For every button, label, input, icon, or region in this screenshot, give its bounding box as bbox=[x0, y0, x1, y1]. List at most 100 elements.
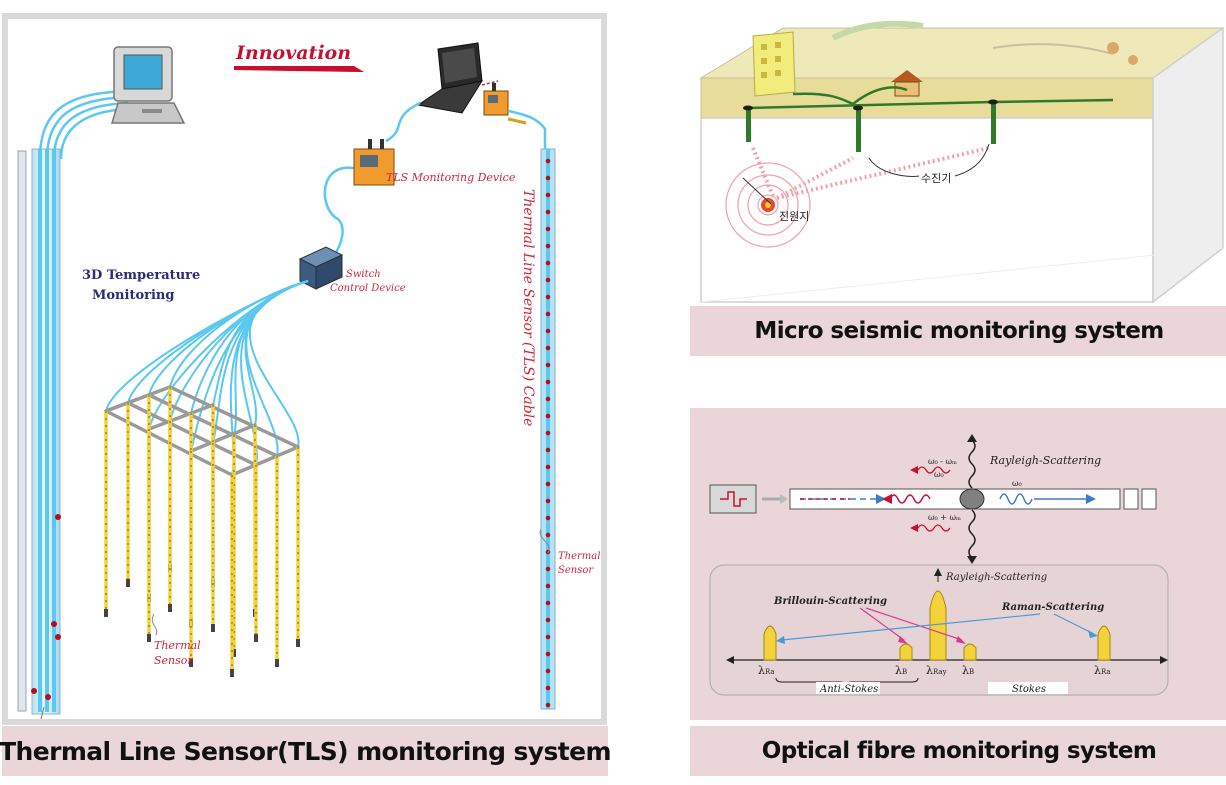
cable-sensor-dot bbox=[545, 447, 551, 453]
cable-sensor-dot bbox=[545, 226, 551, 232]
fibre-caption: Optical fibre monitoring system bbox=[690, 726, 1226, 776]
cable-sensor-dot bbox=[545, 277, 551, 283]
epicenter-waves bbox=[725, 162, 811, 248]
sensor-string bbox=[126, 403, 130, 587]
freq-right-label: ω₀ bbox=[1012, 479, 1022, 488]
sensor-string bbox=[275, 456, 279, 667]
raman-arrows bbox=[781, 613, 1095, 641]
laser-source-icon bbox=[709, 484, 757, 514]
tls-diagram-panel: Innovation TLS Monitoring Device bbox=[2, 13, 607, 725]
cable-sensor-dot bbox=[545, 243, 551, 249]
brillouin-arrows bbox=[859, 607, 963, 641]
cable-sensor-dot bbox=[545, 481, 551, 487]
cable-sensor-dot bbox=[545, 651, 551, 657]
lambda-b-left-label: λB bbox=[895, 664, 907, 677]
fan-cable bbox=[233, 280, 309, 436]
borehole-sensor-dot bbox=[55, 514, 61, 520]
borehole-sensor-dot bbox=[55, 634, 61, 640]
tls-caption: Thermal Line Sensor(TLS) monitoring syst… bbox=[0, 726, 612, 776]
thermal-sensor-bottom-line2: Sensor bbox=[154, 654, 193, 667]
cable-sensor-dot bbox=[545, 566, 551, 572]
stokes-label: Stokes bbox=[1012, 684, 1046, 695]
cable-sensor-dot bbox=[545, 175, 551, 181]
cable-sensor-dot bbox=[545, 617, 551, 623]
sensor-string bbox=[230, 475, 234, 677]
fan-cable bbox=[249, 280, 309, 448]
thermal-sensor-right-line1: Thermal bbox=[558, 551, 600, 562]
scattering-particle bbox=[959, 488, 985, 510]
sensor-string bbox=[211, 443, 215, 632]
right-tls-cable bbox=[540, 148, 556, 710]
borehole-sensor-dot bbox=[31, 688, 37, 694]
cable-sensor-dot bbox=[545, 498, 551, 504]
cable-sensor-dot bbox=[545, 413, 551, 419]
cable-sensor-dot bbox=[545, 328, 551, 334]
lambda-ra-right-label: λRa bbox=[1094, 664, 1111, 677]
receiver-icon bbox=[991, 104, 996, 144]
cable-sensor-dot bbox=[545, 345, 551, 351]
cable-sensor-dot bbox=[545, 702, 551, 708]
thermal-sensor-strings bbox=[104, 387, 300, 677]
tls-monitoring-device-icon bbox=[353, 139, 395, 186]
sensor-string bbox=[104, 411, 108, 617]
rayleigh-scattering-spectrum-label: Rayleigh-Scattering bbox=[945, 572, 1047, 583]
cable-sensor-dot bbox=[545, 464, 551, 470]
thermal-sensor-right-line2: Sensor bbox=[558, 565, 594, 576]
anti-stokes-raman-peak bbox=[763, 625, 777, 661]
building-icon bbox=[752, 31, 796, 97]
cable-sensor-dot bbox=[545, 668, 551, 674]
thermal-sensor-bottom-line1: Thermal bbox=[154, 639, 201, 652]
cable-sensor-dot bbox=[545, 260, 551, 266]
cable-sensor-dot bbox=[545, 379, 551, 385]
surface-cables bbox=[747, 86, 1114, 110]
temperature-monitoring-line1: 3D Temperature bbox=[82, 268, 200, 283]
tls-device-top-icon bbox=[483, 83, 509, 116]
sensor-string bbox=[147, 429, 151, 642]
receiver-icon bbox=[856, 108, 861, 152]
rayleigh-peak bbox=[929, 590, 947, 661]
sensor-string bbox=[189, 451, 193, 667]
seismic-caption: Micro seismic monitoring system bbox=[690, 306, 1226, 356]
seismic-receivers bbox=[743, 99, 998, 152]
sensor-string bbox=[254, 465, 258, 642]
cable-sensor-dot bbox=[545, 362, 551, 368]
stokes-brillouin-peak bbox=[963, 643, 977, 661]
seismic-diagram-panel: 수진기 진원지 bbox=[693, 8, 1226, 306]
freq-plus-label: ω₀ + ωₘ bbox=[928, 513, 961, 522]
switch-device-label-line2: Control Device bbox=[330, 283, 406, 294]
anti-stokes-label: Anti-Stokes bbox=[819, 684, 878, 695]
cable-sensor-dot bbox=[545, 600, 551, 606]
cable-sensor-dot bbox=[545, 192, 551, 198]
sensor-string bbox=[232, 435, 236, 657]
house-icon bbox=[891, 70, 923, 82]
brillouin-scattering-label: Brillouin-Scattering bbox=[773, 596, 887, 607]
sensor-string bbox=[168, 421, 172, 612]
computer-cables bbox=[38, 89, 129, 160]
cable-sensor-dot bbox=[545, 634, 551, 640]
fibre-diagram-panel: Rayleigh-Scattering ω₀ - ωₘ ω₀ ω₀ + ωₘ ω… bbox=[690, 408, 1226, 720]
stokes-raman-peak bbox=[1097, 625, 1111, 661]
cable-sensor-dot bbox=[545, 396, 551, 402]
borehole-sensor-dot bbox=[51, 621, 57, 627]
cable-sensor-dot bbox=[545, 430, 551, 436]
raman-scattering-label: Raman-Scattering bbox=[1001, 602, 1104, 613]
freq-zero-label: ω₀ bbox=[934, 470, 944, 479]
laptop-icon bbox=[416, 42, 484, 114]
cable-sensor-dot bbox=[545, 532, 551, 538]
cable-sensor-dot bbox=[545, 685, 551, 691]
innovation-logo: Innovation bbox=[234, 42, 364, 72]
left-borehole bbox=[17, 148, 61, 720]
freq-minus-label: ω₀ - ωₘ bbox=[928, 457, 957, 466]
sensor-string bbox=[296, 447, 300, 647]
switch-device-label-line1: Switch bbox=[346, 269, 381, 280]
fibre-diagram: Rayleigh-Scattering ω₀ - ωₘ ω₀ ω₀ + ωₘ ω… bbox=[709, 434, 1169, 696]
lambda-ra-left-label: λRa bbox=[758, 664, 775, 677]
lambda-b-right-label: λB bbox=[962, 664, 974, 677]
cable-sensor-dot bbox=[545, 311, 551, 317]
seismic-diagram: 수진기 진원지 bbox=[699, 20, 1225, 304]
anti-stokes-brillouin-peak bbox=[899, 643, 913, 661]
receiver-icon bbox=[746, 108, 751, 142]
tls-diagram: Innovation TLS Monitoring Device bbox=[17, 42, 600, 720]
innovation-text: Innovation bbox=[235, 42, 351, 64]
lambda-ray-label: λRay bbox=[926, 664, 947, 677]
